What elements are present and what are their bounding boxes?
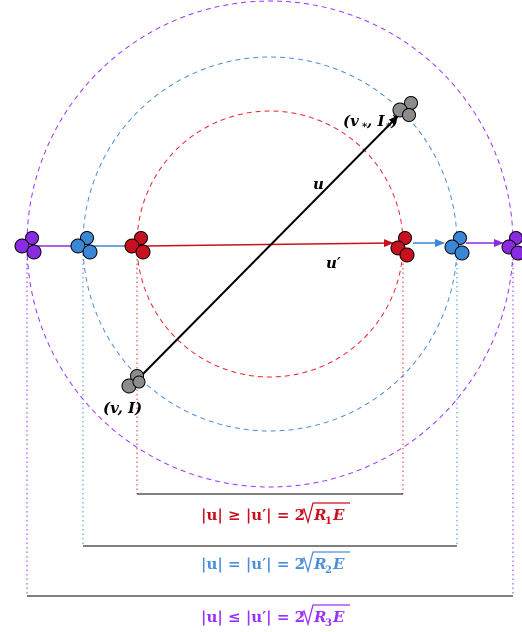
- svg-text:*: *: [362, 122, 368, 133]
- svg-text:R: R: [313, 608, 326, 626]
- u-prime-arrow: [144, 239, 394, 248]
- svg-text:|u| = |u′| = 2: |u| = |u′| = 2: [201, 555, 305, 573]
- svg-text:3: 3: [325, 618, 332, 629]
- svg-text:R: R: [313, 506, 326, 524]
- equation-r1: |u| ≥ |u′| = 2 R 1 E: [201, 502, 350, 527]
- svg-text:1: 1: [325, 516, 332, 527]
- molecule-purple-right: [501, 231, 522, 261]
- svg-text:*: *: [386, 122, 392, 133]
- equation-r2: |u| = |u′| = 2 R 2 E: [201, 551, 350, 576]
- svg-text:, I: , I: [366, 112, 385, 130]
- molecule-red-right: [390, 231, 415, 263]
- svg-text:E: E: [332, 608, 345, 626]
- molecule-red-left: [124, 231, 151, 260]
- label-u-prime: u′: [326, 254, 341, 272]
- svg-text:E: E: [332, 506, 345, 524]
- molecule-purple-left: [14, 231, 42, 260]
- molecule-gray-end: [392, 96, 418, 122]
- svg-text:): ): [390, 112, 398, 130]
- svg-text:|u| ≥ |u′| = 2: |u| ≥ |u′| = 2: [201, 506, 305, 524]
- label-pre-collision-state: (v, I): [103, 399, 142, 417]
- u-arrow: [140, 115, 399, 377]
- molecule-gray-start: [121, 369, 146, 394]
- molecule-blue-left: [70, 231, 98, 260]
- svg-text:E: E: [332, 555, 345, 573]
- molecule-blue-right: [444, 231, 470, 261]
- equation-r3: |u| ≤ |u′| = 2 R 3 E: [201, 604, 350, 629]
- label-u: u: [313, 175, 324, 193]
- svg-text:R: R: [313, 555, 326, 573]
- svg-text:(v: (v: [343, 112, 359, 130]
- label-post-collision-state: (v * , I * ): [343, 112, 398, 133]
- svg-text:|u| ≤ |u′| = 2: |u| ≤ |u′| = 2: [201, 608, 305, 626]
- svg-text:2: 2: [325, 565, 332, 576]
